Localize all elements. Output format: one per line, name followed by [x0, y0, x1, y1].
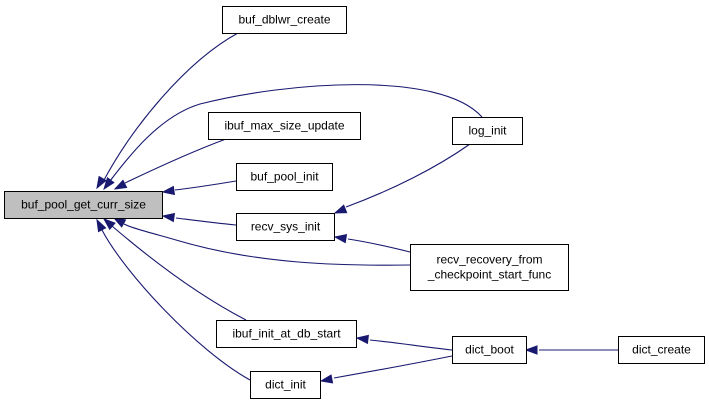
edge-line [109, 84, 483, 182]
node-buf-pool-init[interactable]: buf_pool_init [236, 163, 333, 191]
node-label: buf_pool_get_curr_size [21, 198, 146, 212]
node-dict-create[interactable]: dict_create [618, 336, 705, 364]
node-log-init[interactable]: log_init [452, 117, 523, 145]
node-label: dict_boot [465, 343, 514, 357]
edges-layer [96, 32, 618, 384]
node-box [452, 117, 523, 145]
edge-line [369, 339, 453, 351]
node-label: buf_pool_init [250, 170, 319, 184]
node-box [208, 112, 361, 140]
edge-ibuf_max_size_update-to-buf_pool_get_curr_size [113, 138, 227, 190]
nodes-layer: buf_pool_get_curr_size buf_dblwr_createib… [4, 6, 705, 399]
edge-dict_create-to-dict_boot [524, 345, 618, 355]
edge-line [123, 223, 411, 266]
node-ibuf-init-at-db-start[interactable]: ibuf_init_at_db_start [216, 320, 357, 348]
arrowhead [102, 218, 116, 231]
node-label: dict_init [265, 378, 306, 392]
node-recv-sys-init[interactable]: recv_sys_init [236, 213, 335, 241]
node-box [618, 336, 705, 364]
edge-recv_recovery_from_checkpoint_start_func-to-recv_sys_init [333, 234, 411, 253]
edge-recv_recovery_from_checkpoint_start_func-to-buf_pool_get_curr_size [112, 217, 411, 266]
arrowhead [103, 176, 115, 191]
arrowhead [333, 234, 348, 244]
arrowhead [161, 185, 176, 196]
edge-line [111, 225, 247, 321]
edge-buf_dblwr_create-to-buf_pool_get_curr_size [96, 32, 239, 190]
node-label: ibuf_init_at_db_start [232, 327, 341, 341]
node-box [452, 336, 527, 364]
edge-line [103, 32, 239, 181]
node-label: _checkpoint_start_func [427, 268, 551, 282]
node-buf-dblwr-create[interactable]: buf_dblwr_create [222, 6, 347, 34]
node-box [410, 244, 569, 291]
edge-ibuf_init_at_db_start-to-buf_pool_get_curr_size [102, 218, 247, 321]
node-box [4, 191, 163, 219]
arrowhead [524, 345, 538, 355]
arrowhead [113, 179, 128, 190]
arrowhead [161, 212, 176, 223]
node-buf-pool-get-curr-size[interactable]: buf_pool_get_curr_size [4, 191, 163, 219]
node-box [236, 213, 335, 241]
edge-buf_pool_init-to-buf_pool_get_curr_size [161, 180, 237, 196]
node-box [222, 6, 347, 34]
edge-line [124, 138, 227, 184]
arrowhead [112, 217, 127, 228]
edge-log_init-to-buf_pool_get_curr_size [103, 84, 483, 191]
edge-line [333, 355, 453, 379]
node-dict-init[interactable]: dict_init [250, 371, 321, 399]
edge-line [347, 238, 411, 253]
node-label: recv_sys_init [251, 220, 321, 234]
node-label: recv_recovery_from [436, 253, 542, 267]
node-label: dict_create [632, 343, 691, 357]
node-label: log_init [468, 124, 507, 138]
node-ibuf-max-size-update[interactable]: ibuf_max_size_update [208, 112, 361, 140]
edge-dict_boot-to-ibuf_init_at_db_start [355, 334, 453, 351]
edge-line [345, 143, 471, 208]
edge-log_init-to-recv_sys_init [333, 143, 471, 214]
edge-dict_boot-to-dict_init [319, 355, 453, 384]
node-recv-recovery-from-checkpoint-start-func[interactable]: recv_recovery_from_checkpoint_start_func [410, 244, 569, 291]
node-box [236, 163, 333, 191]
edge-line [175, 217, 237, 226]
node-label: buf_dblwr_create [238, 13, 330, 27]
arrowhead [333, 204, 348, 214]
edge-line [101, 229, 251, 381]
arrowhead [319, 374, 334, 384]
edge-recv_sys_init-to-buf_pool_get_curr_size [161, 212, 237, 226]
node-label: ibuf_max_size_update [224, 119, 344, 133]
node-box [216, 320, 357, 348]
edge-line [174, 180, 237, 191]
edge-dict_init-to-buf_pool_get_curr_size [96, 218, 251, 381]
arrowhead [355, 334, 369, 345]
arrowhead [96, 218, 107, 233]
node-dict-boot[interactable]: dict_boot [452, 336, 527, 364]
arrowhead [96, 175, 107, 190]
node-box [250, 371, 321, 399]
